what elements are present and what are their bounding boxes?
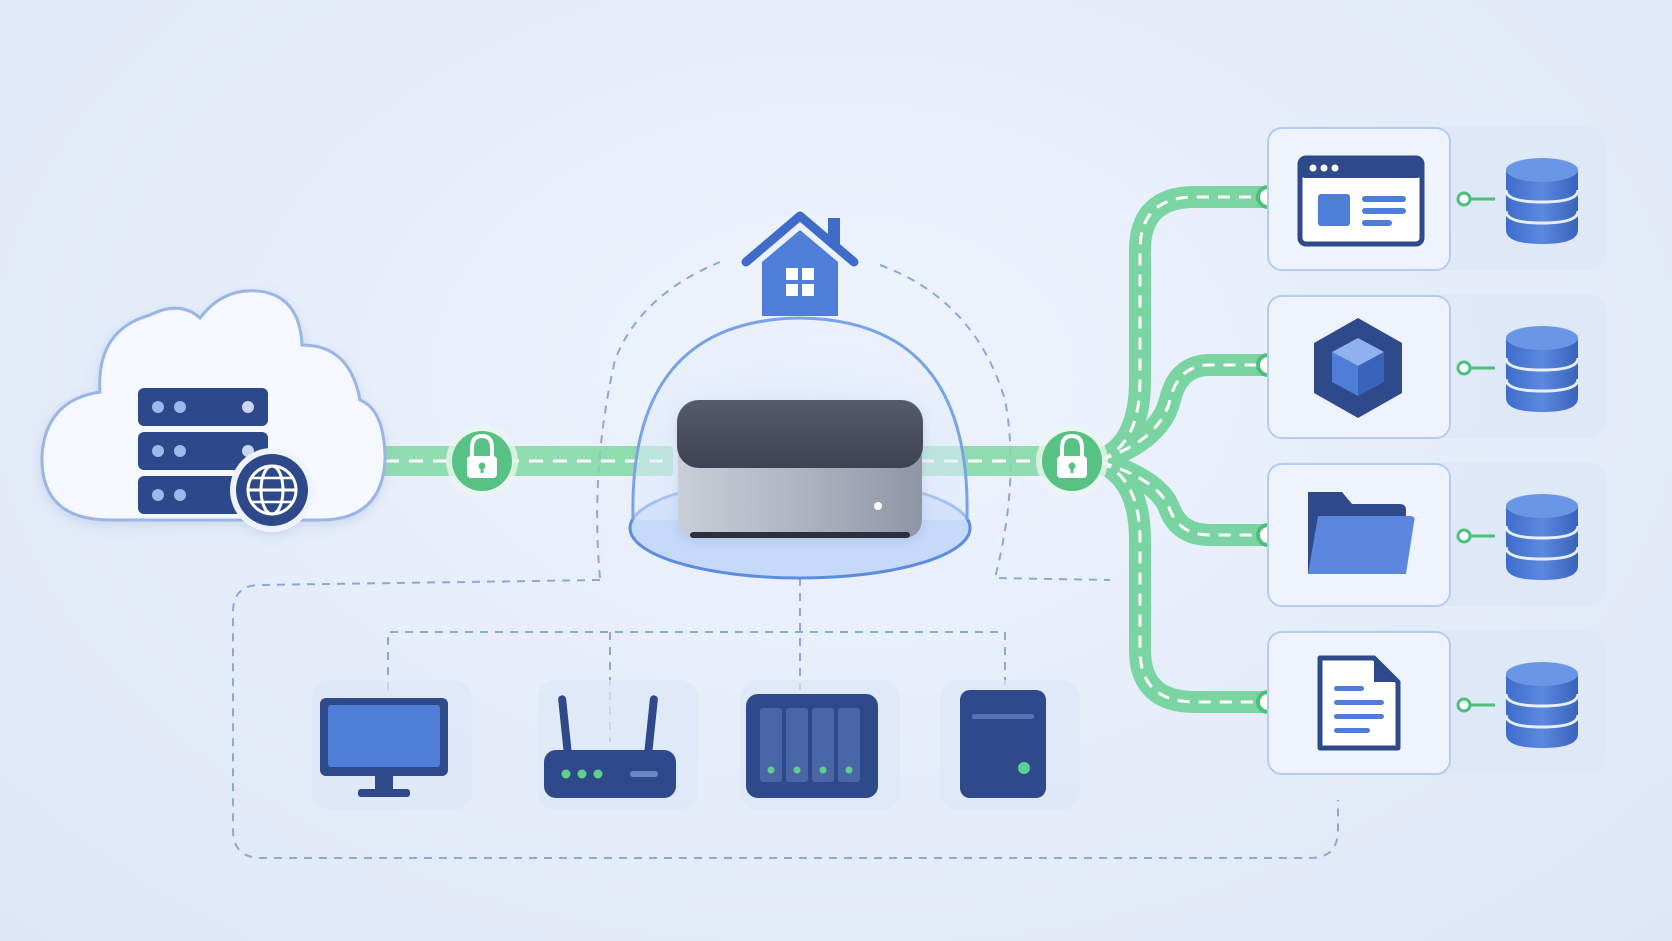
monitor-icon bbox=[320, 698, 448, 797]
service-branches bbox=[1089, 185, 1280, 714]
lock-icon bbox=[1057, 433, 1087, 478]
database-icon bbox=[1504, 494, 1580, 580]
service-row-web bbox=[1267, 126, 1606, 271]
dome-dashed-arc-left bbox=[596, 261, 721, 579]
lock-icon bbox=[467, 433, 497, 478]
nas-icon bbox=[746, 694, 878, 798]
lock-left bbox=[446, 425, 518, 497]
database-icon bbox=[1504, 326, 1580, 412]
document-icon bbox=[1317, 655, 1401, 751]
outer-dashed-loop bbox=[232, 579, 1339, 859]
device-bus bbox=[387, 631, 1006, 690]
dome-dashed-arc-right bbox=[879, 264, 1111, 581]
router-icon bbox=[544, 695, 676, 798]
storage-connector bbox=[1456, 697, 1495, 713]
house-icon bbox=[741, 211, 859, 316]
service-row-documents bbox=[1267, 630, 1606, 775]
service-row-files bbox=[1267, 462, 1606, 607]
database-icon bbox=[1504, 662, 1580, 748]
device-router bbox=[538, 680, 698, 810]
cloud-server-node bbox=[40, 289, 387, 532]
mini-server-icon bbox=[677, 400, 923, 538]
folder-icon bbox=[1308, 492, 1415, 574]
storage-connector bbox=[1456, 528, 1495, 544]
lock-right bbox=[1036, 425, 1108, 497]
services-panel bbox=[1267, 126, 1606, 775]
home-hub-node bbox=[628, 211, 972, 580]
device-monitor bbox=[312, 680, 472, 810]
device-nas bbox=[740, 680, 900, 810]
storage-connector bbox=[1456, 360, 1495, 376]
storage-connector bbox=[1456, 191, 1495, 207]
globe-icon bbox=[230, 448, 314, 532]
database-icon bbox=[1504, 158, 1580, 244]
device-server-box bbox=[940, 680, 1080, 810]
browser-window-icon bbox=[1297, 155, 1425, 247]
local-devices bbox=[312, 680, 1080, 810]
cube-container-icon bbox=[1314, 318, 1402, 418]
service-row-container bbox=[1267, 294, 1606, 439]
server-box-icon bbox=[960, 690, 1046, 798]
